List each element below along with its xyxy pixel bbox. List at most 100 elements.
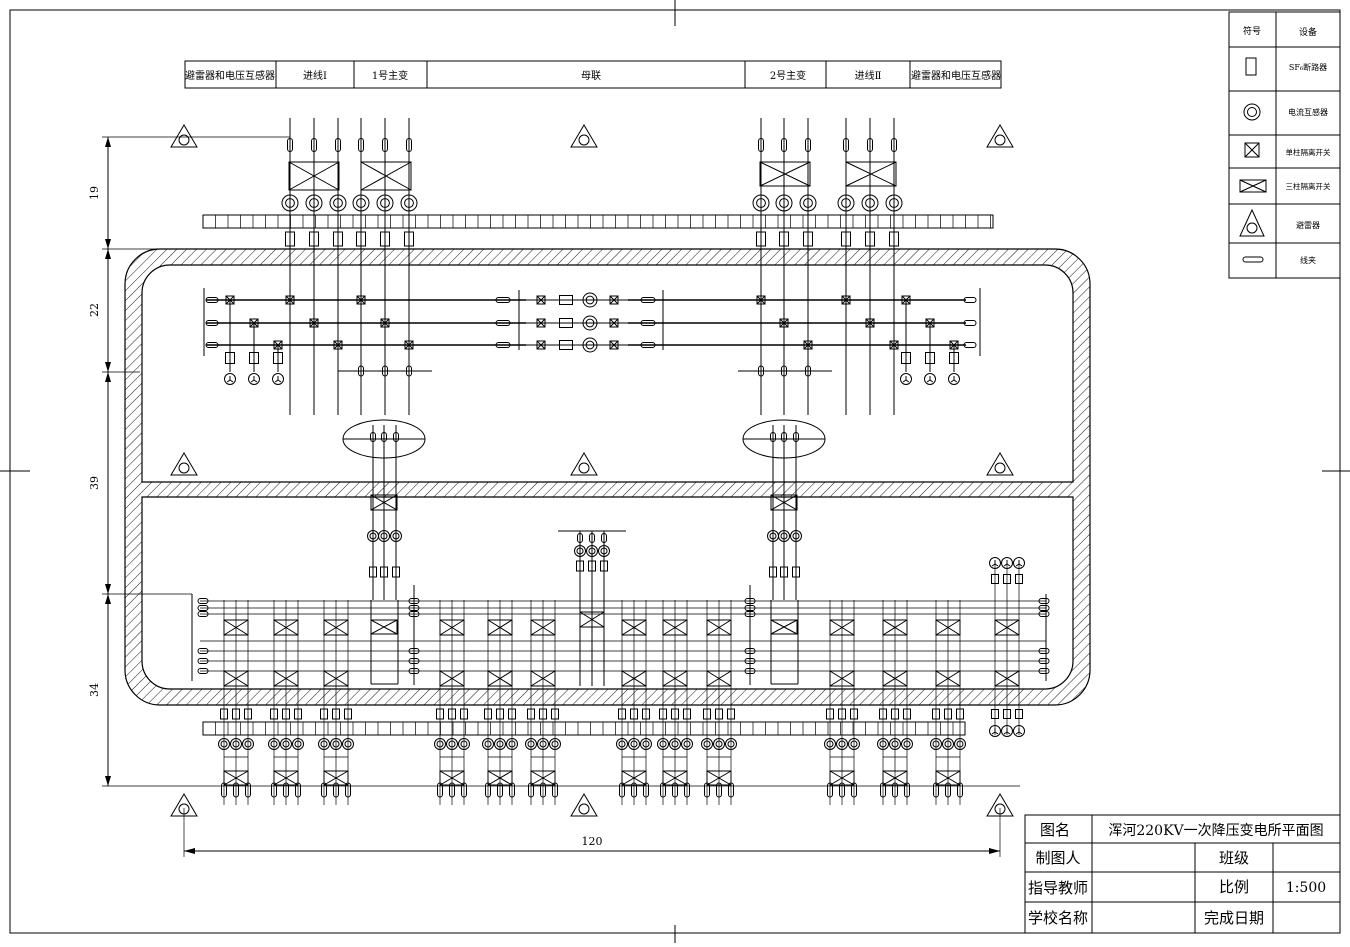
arrester-circle [578, 803, 590, 815]
cable-clamp-icon [197, 648, 209, 654]
tdisc-box [706, 770, 732, 786]
vt-y2 [250, 379, 255, 383]
arrester-triangle [570, 793, 598, 817]
ct-inner [309, 198, 319, 208]
tdisc-x2 [439, 619, 465, 636]
ct-outer [582, 292, 598, 308]
tdisc-x2 [706, 670, 732, 687]
current-transformer-icon [242, 738, 254, 750]
tdisc-box [621, 770, 647, 786]
vt-y3 [1006, 563, 1011, 567]
ct-inner [539, 740, 547, 748]
cable-clamp-icon [1038, 648, 1050, 654]
single-column-disconnector-icon [333, 340, 343, 350]
ct-inner [903, 740, 911, 748]
vt-circle [248, 373, 260, 385]
disc-box [404, 340, 414, 350]
tdisc-x2 [621, 619, 647, 636]
vt-circle [989, 557, 1001, 569]
legend-symbol-header: 符号 [1243, 25, 1261, 37]
cable-clamp-icon [640, 297, 656, 303]
vt-y2 [991, 563, 996, 567]
voltage-transformer-icon [989, 725, 1001, 737]
bay-incoming-2: 进线Ⅱ [855, 69, 882, 82]
cable-clamp-icon [197, 598, 209, 604]
disc-box [865, 318, 875, 328]
vt-y2 [902, 379, 907, 383]
disc-x2 [841, 295, 851, 305]
voltage-transformer-icon [989, 557, 1001, 569]
arrester-circle [578, 134, 590, 146]
bay-transformer-1: 1号主变 [372, 69, 408, 82]
three-column-disconnector-icon [770, 619, 798, 635]
voltage-transformer-icon [248, 373, 260, 385]
arrester-triangle [570, 452, 598, 476]
cable-clamp-icon [631, 782, 637, 798]
current-transformer-icon [889, 738, 901, 750]
tdisc-x2 [530, 619, 556, 636]
vt-y3 [1018, 563, 1023, 567]
cable-clamp-icon [408, 605, 420, 611]
cable-clamp-icon [892, 782, 898, 798]
tdisc-x2 [994, 619, 1020, 636]
single-column-disconnector-icon [309, 318, 319, 328]
breaker-icon [756, 231, 766, 247]
cable-clamp-icon [793, 432, 799, 442]
disc-box [779, 318, 789, 328]
three-column-disconnector-icon [530, 770, 556, 786]
ct-outer [506, 738, 518, 750]
current-transformer-icon [230, 738, 242, 750]
vt-y3 [994, 731, 999, 735]
cable-clamp-icon [408, 648, 420, 654]
breaker-icon [944, 708, 952, 720]
breaker-icon [891, 708, 899, 720]
cable-clamp-icon [945, 782, 951, 798]
current-transformer-icon [778, 530, 790, 542]
single-column-disconnector-icon [536, 340, 546, 350]
tdisc-x2 [360, 161, 412, 191]
vt-y2 [1015, 563, 1020, 567]
breaker-icon [925, 352, 935, 364]
bay-bus-tie: 母联 [581, 70, 601, 82]
ct-outer [725, 738, 737, 750]
cable-clamp-icon [205, 297, 219, 303]
single-column-disconnector-icon [841, 295, 851, 305]
single-column-disconnector-icon [609, 340, 619, 350]
tdisc-box [882, 619, 908, 636]
advisor-label: 指导教师 [1028, 879, 1088, 897]
disc-x2 [609, 318, 619, 328]
three-column-disconnector-icon [935, 619, 961, 636]
tdisc-x2 [621, 670, 647, 687]
single-column-disconnector-icon [865, 318, 875, 328]
ct-outer [342, 738, 354, 750]
ct-inner [850, 740, 858, 748]
current-transformer-icon [506, 738, 518, 750]
cable-trench [124, 248, 1091, 706]
vt-circle [924, 373, 936, 385]
breaker-icon [1015, 574, 1023, 584]
ct-outer [218, 738, 230, 750]
tdisc-x2 [223, 770, 249, 786]
ct-inner [220, 740, 228, 748]
ct-outer [434, 738, 446, 750]
ct-inner [294, 740, 302, 748]
ct-inner [780, 532, 788, 540]
ct-outer [640, 738, 652, 750]
vt-circle [948, 373, 960, 385]
ct-outer [930, 738, 942, 750]
vt-y3 [953, 379, 958, 383]
vt-circle [272, 373, 284, 385]
ct-outer [549, 738, 561, 750]
ct-inner [841, 198, 851, 208]
disc-box [536, 295, 546, 305]
three-column-disconnector-icon [882, 770, 908, 786]
three-column-disconnector-icon [273, 670, 299, 687]
tdisc-box [530, 670, 556, 687]
vt-y2 [1003, 731, 1008, 735]
ct-outer [400, 194, 418, 212]
vt-y2 [950, 379, 955, 383]
cable-clamp-icon [333, 782, 339, 798]
breaker-icon [539, 708, 547, 720]
ct-outer [681, 738, 693, 750]
